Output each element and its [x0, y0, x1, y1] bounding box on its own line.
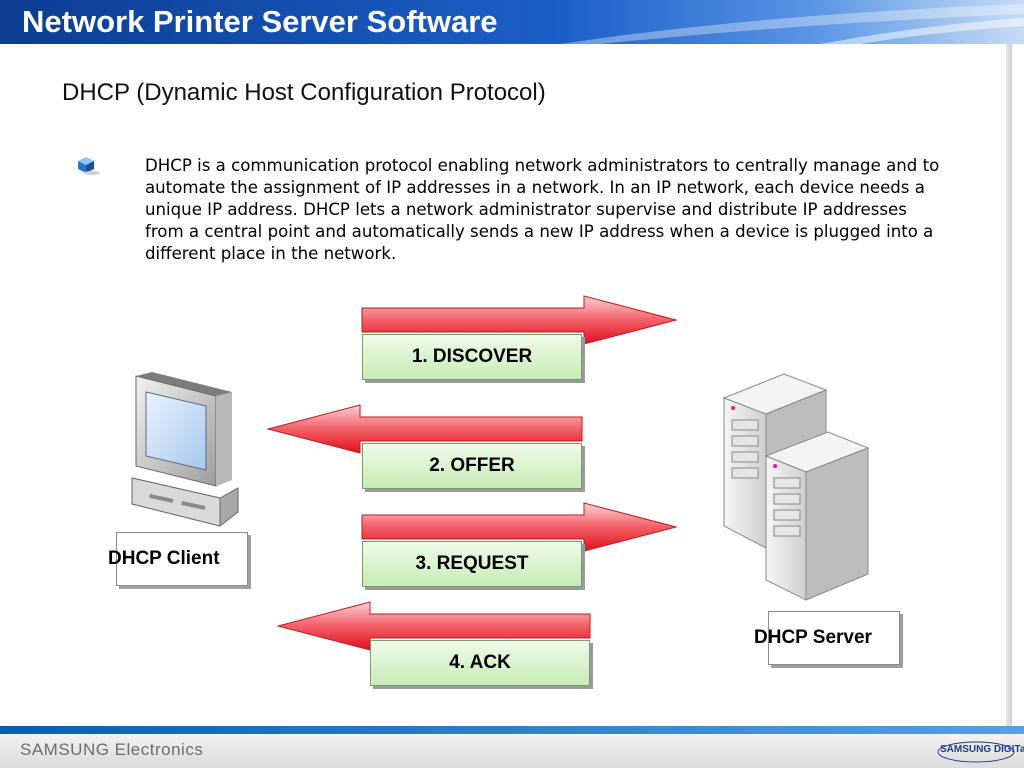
footer-accent-bar [0, 726, 1024, 734]
slide-frame-edge [1006, 44, 1012, 726]
logo-text: SAMSUNG DIGITall [940, 744, 1024, 755]
server-rack-icon [722, 373, 870, 601]
header-swoosh [560, 4, 1024, 44]
samsung-digitall-logo: SAMSUNG DIGITall [936, 740, 1024, 764]
step-request: 3. REQUEST [362, 541, 582, 587]
server-label-box [768, 611, 900, 665]
arrow-right-3 [361, 502, 678, 552]
footer-brand: SAMSUNG Electronics [20, 740, 204, 759]
computer-icon [131, 372, 239, 527]
footer-background [0, 734, 1024, 768]
server-label: DHCP Server [754, 627, 872, 648]
bullet-paragraph: DHCP is a communication protocol enablin… [145, 156, 940, 263]
slide-title: Network Printer Server Software [22, 4, 498, 39]
arrow-left-4 [276, 601, 591, 651]
client-label-box [116, 532, 248, 586]
client-label: DHCP Client [108, 548, 220, 569]
step-discover: 1. DISCOVER [362, 334, 582, 380]
arrow-right-1 [361, 295, 678, 345]
cube-bullet-icon [78, 157, 100, 175]
arrow-left-2 [266, 404, 583, 454]
step-offer: 2. OFFER [362, 443, 582, 489]
section-heading: DHCP (Dynamic Host Configuration Protoco… [62, 79, 546, 106]
title-bar: Network Printer Server Software [0, 0, 1024, 44]
step-ack: 4. ACK [370, 640, 590, 686]
footer: SAMSUNG Electronics SAMSUNG DIGITall [0, 726, 1024, 768]
